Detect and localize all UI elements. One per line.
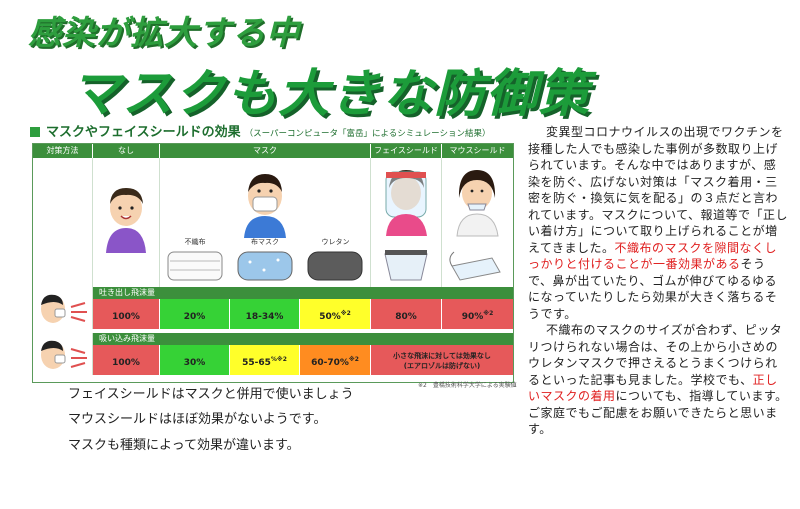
- mask-types-icon: [167, 251, 363, 281]
- headline-line-2: マスクも大きな防御策: [70, 65, 591, 124]
- mask-type-urethane: ウレタン: [321, 238, 350, 246]
- body-text: 変異型コロナウイルスの出現でワクチンを接種した人でも感染した事例が多数取り上げら…: [528, 124, 788, 438]
- header-none: なし: [93, 144, 160, 158]
- body-paragraph-1: 変異型コロナウイルスの出現でワクチンを接種した人でも感染した事例が多数取り上げら…: [528, 125, 788, 321]
- exhale-none-cell: 100%: [93, 299, 160, 329]
- mask-type-cloth: 布マスク: [251, 238, 279, 246]
- inhale-face-icon: [41, 340, 87, 369]
- exhale-cloth-cell: 18-34%: [230, 299, 300, 329]
- headline-line-1: 感染が拡大する中: [28, 13, 300, 52]
- header-face-shield: フェイスシールド: [371, 144, 442, 158]
- section-heading: マスクやフェイスシールドの効果（スーパーコンピュータ「富岳」によるシミュレーショ…: [30, 121, 490, 140]
- mouth-shield-icon: [449, 170, 501, 281]
- face-shield-icon: [384, 170, 428, 281]
- section-title: マスクやフェイスシールドの効果: [46, 125, 241, 140]
- exhale-face-shield-cell: 80%: [371, 299, 442, 329]
- exhale-face-illustration: [33, 287, 93, 329]
- face-shield-illustration: [371, 158, 442, 287]
- masked-person-icon: [244, 174, 286, 238]
- person-none-illustration: [93, 158, 160, 287]
- header-mask: マスク: [160, 144, 371, 158]
- inhale-none-cell: 100%: [93, 345, 160, 375]
- inhale-urethane-cell: 60-70%※2: [300, 345, 371, 375]
- exhale-mouth-shield-cell: 90%※2: [442, 299, 513, 329]
- inhale-band: 吸い込み飛沫量: [93, 333, 513, 345]
- caption-2: マウスシールドはほぼ効果がないようです。: [68, 412, 327, 427]
- caption-3: マスクも種類によって効果が違います。: [68, 438, 300, 453]
- exhale-urethane-cell: 50%※2: [300, 299, 371, 329]
- inhale-shield-note-cell: 小さな飛沫に対しては効果なし (エアロゾルは防げない): [371, 345, 513, 375]
- highlight-nonwoven: 不織布のマスクを隙間なくしっかりと付けることが一番効果がある: [528, 240, 778, 272]
- person-icon: [106, 188, 146, 253]
- green-square-icon: [30, 127, 40, 137]
- mask-type-nonwoven: 不織布: [184, 238, 206, 246]
- header-method: 対策方法: [33, 144, 93, 158]
- shield-note-line-1: 小さな飛沫に対しては効果なし: [393, 352, 491, 360]
- inhale-nonwoven-cell: 30%: [160, 345, 230, 375]
- body-paragraph-2: 不織布のマスクのサイズが合わず、ピッタリつけられない場合は、その上から小さめのウ…: [528, 323, 788, 436]
- shield-note-line-2: (エアロゾルは防げない): [403, 362, 481, 370]
- highlight-correct-mask: 正しいマスクの着用: [528, 372, 778, 404]
- header-mouth-shield: マウスシールド: [442, 144, 513, 158]
- inhale-cloth-cell: 55-65%※2: [230, 345, 300, 375]
- exhale-band: 吐き出し飛沫量: [93, 287, 513, 299]
- caption-1: フェイスシールドはマスクと併用で使いましょう: [68, 387, 354, 402]
- exhale-nonwoven-cell: 20%: [160, 299, 230, 329]
- exhale-face-icon: [41, 294, 87, 323]
- effect-table: 対策方法 なし マスク フェイスシールド マウスシールド 不織布 布マスク ウレ…: [32, 143, 514, 383]
- table-footnote: ※2 豊橋技術科学大学による実験値: [418, 382, 517, 389]
- inhale-face-illustration: [33, 333, 93, 375]
- section-subtitle: （スーパーコンピュータ「富岳」によるシミュレーション結果）: [244, 129, 491, 139]
- mouth-shield-illustration: [442, 158, 513, 287]
